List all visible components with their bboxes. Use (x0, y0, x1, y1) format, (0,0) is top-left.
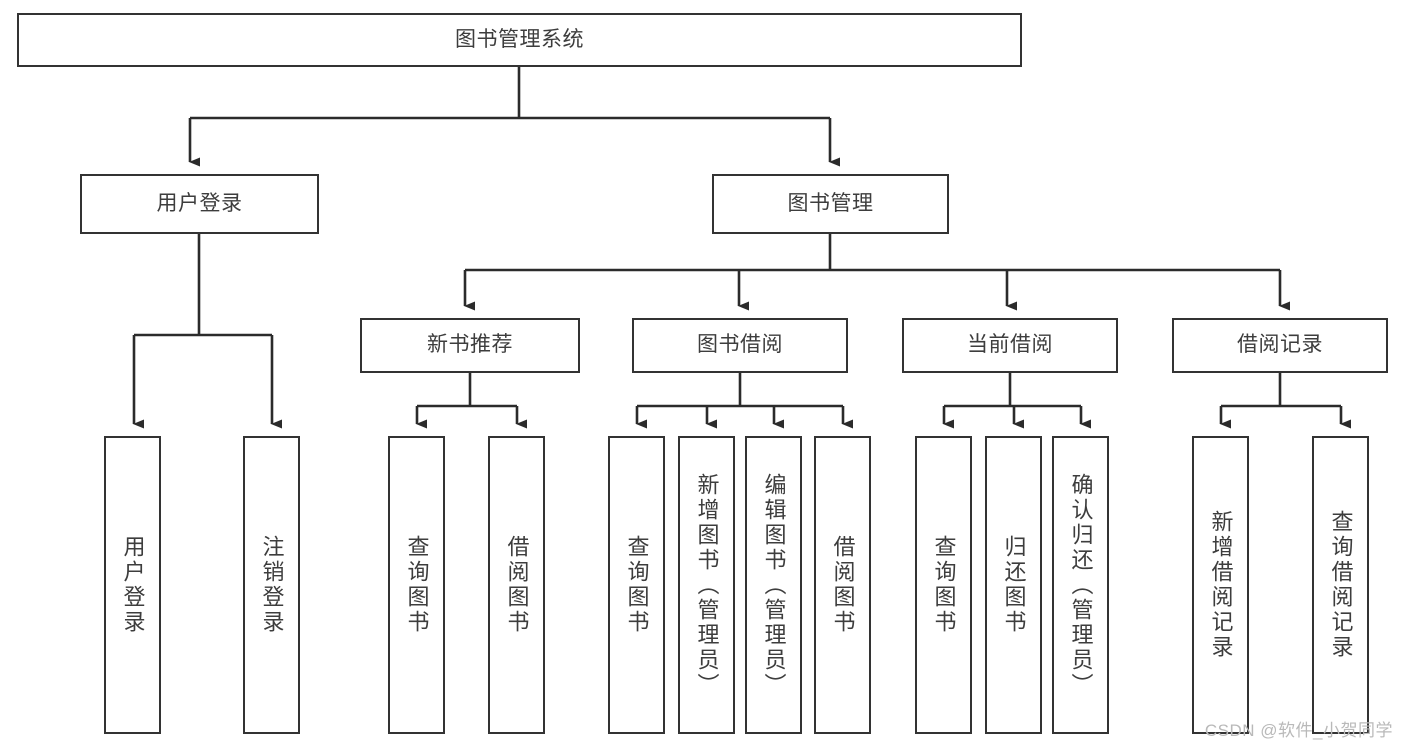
node-leaf-confirm-return-admin[interactable]: 确认归还（管理员） (1052, 436, 1109, 734)
node-user-login[interactable]: 用户登录 (80, 174, 319, 234)
node-leaf-query-book-3[interactable]: 查询图书 (915, 436, 972, 734)
node-root-label: 图书管理系统 (455, 27, 584, 51)
node-leaf-return-book-label: 归还图书 (1001, 535, 1027, 635)
node-leaf-borrow-book-1-label: 借阅图书 (504, 535, 530, 635)
node-leaf-edit-book-admin-label: 编辑图书（管理员） (761, 472, 787, 698)
node-root[interactable]: 图书管理系统 (17, 13, 1022, 67)
node-leaf-query-borrow-record-label: 查询借阅记录 (1328, 510, 1354, 660)
node-leaf-confirm-return-admin-label: 确认归还（管理员） (1068, 472, 1094, 698)
node-book-borrow-label: 图书借阅 (697, 333, 783, 357)
node-new-book-recommend-label: 新书推荐 (427, 333, 513, 357)
node-leaf-add-borrow-record[interactable]: 新增借阅记录 (1192, 436, 1249, 734)
node-leaf-query-book-1-label: 查询图书 (404, 535, 430, 635)
node-leaf-logout-login-label: 注销登录 (259, 535, 285, 635)
node-leaf-query-borrow-record[interactable]: 查询借阅记录 (1312, 436, 1369, 734)
node-leaf-add-book-admin[interactable]: 新增图书（管理员） (678, 436, 735, 734)
node-borrow-record-label: 借阅记录 (1237, 333, 1323, 357)
node-book-borrow[interactable]: 图书借阅 (632, 318, 848, 373)
node-leaf-borrow-book-1[interactable]: 借阅图书 (488, 436, 545, 734)
node-leaf-query-book-3-label: 查询图书 (931, 535, 957, 635)
node-leaf-add-borrow-record-label: 新增借阅记录 (1208, 510, 1234, 660)
node-book-management-label: 图书管理 (787, 191, 874, 215)
node-current-borrow[interactable]: 当前借阅 (902, 318, 1118, 373)
node-leaf-return-book[interactable]: 归还图书 (985, 436, 1042, 734)
node-leaf-edit-book-admin[interactable]: 编辑图书（管理员） (745, 436, 802, 734)
node-leaf-user-login[interactable]: 用户登录 (104, 436, 161, 734)
node-leaf-query-book-1[interactable]: 查询图书 (388, 436, 445, 734)
node-user-login-label: 用户登录 (156, 191, 243, 215)
node-leaf-borrow-book-2-label: 借阅图书 (830, 535, 856, 635)
node-leaf-borrow-book-2[interactable]: 借阅图书 (814, 436, 871, 734)
node-leaf-query-book-2-label: 查询图书 (624, 535, 650, 635)
node-new-book-recommend[interactable]: 新书推荐 (360, 318, 580, 373)
node-current-borrow-label: 当前借阅 (967, 333, 1053, 357)
node-book-management[interactable]: 图书管理 (712, 174, 949, 234)
node-borrow-record[interactable]: 借阅记录 (1172, 318, 1388, 373)
node-leaf-add-book-admin-label: 新增图书（管理员） (694, 472, 720, 698)
node-leaf-logout-login[interactable]: 注销登录 (243, 436, 300, 734)
node-leaf-user-login-label: 用户登录 (120, 535, 146, 635)
node-leaf-query-book-2[interactable]: 查询图书 (608, 436, 665, 734)
watermark-text: CSDN @软件_小贺同学 (1204, 721, 1393, 740)
